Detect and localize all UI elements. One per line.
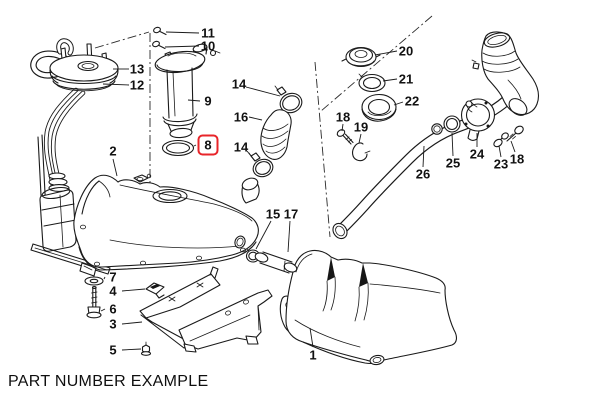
part-callout-14[interactable]: 14 <box>234 140 249 155</box>
leader-line <box>255 220 272 250</box>
fuel-sender-pump-drawing <box>30 38 119 319</box>
part-callout-18[interactable]: 18 <box>510 152 524 167</box>
filler-neck-boot-drawing <box>471 31 539 116</box>
leader-line <box>187 99 201 102</box>
leader-line <box>510 140 516 153</box>
leader-line <box>112 158 118 177</box>
caption-text: PART NUMBER EXAMPLE <box>8 373 209 390</box>
highlighted-part-box <box>197 134 219 156</box>
leader-line <box>341 123 344 132</box>
leader-line <box>245 86 281 97</box>
leader-line <box>165 31 200 34</box>
leader-line <box>121 321 143 325</box>
part-callout-2[interactable]: 2 <box>109 144 116 159</box>
part-callout-7[interactable]: 7 <box>109 270 116 285</box>
part-callout-26[interactable]: 26 <box>416 167 430 182</box>
part-callout-18[interactable]: 18 <box>336 110 350 125</box>
part-callout-24[interactable]: 24 <box>470 147 485 162</box>
part-callout-13[interactable]: 13 <box>130 62 144 77</box>
part-callout-6[interactable]: 6 <box>109 302 116 317</box>
part-callout-5[interactable]: 5 <box>109 343 116 358</box>
part-callout-17[interactable]: 17 <box>284 207 298 222</box>
leader-line <box>246 150 256 162</box>
part-callout-9[interactable]: 9 <box>204 94 211 109</box>
leader-line <box>100 308 106 312</box>
part-callout-16[interactable]: 16 <box>234 110 248 125</box>
vent-hose-drawing <box>248 85 303 178</box>
part-callout-1[interactable]: 1 <box>309 348 316 363</box>
fuel-filter-drawing <box>152 26 221 157</box>
part-callout-23[interactable]: 23 <box>494 157 508 172</box>
part-callout-15[interactable]: 15 <box>266 207 280 222</box>
part-callout-25[interactable]: 25 <box>446 156 460 171</box>
mounting-brackets-drawing <box>139 266 301 356</box>
part-callout-4[interactable]: 4 <box>109 284 117 299</box>
leader-line <box>422 145 425 168</box>
leader-line <box>248 116 263 121</box>
cover-drawing <box>285 249 457 366</box>
part-callout-22[interactable]: 22 <box>405 94 419 109</box>
leader-line <box>121 348 142 351</box>
leader-line <box>393 101 404 106</box>
leader-line <box>103 276 106 280</box>
part-callout-12[interactable]: 12 <box>130 78 144 93</box>
leader-line <box>382 78 398 82</box>
leader-line <box>374 50 398 56</box>
leader-line <box>287 220 291 253</box>
part-callout-11[interactable]: 11 <box>201 26 215 41</box>
seal-and-tube-drawing <box>245 248 298 274</box>
leader-line <box>498 145 502 158</box>
flange-and-fasteners-drawing <box>336 98 524 162</box>
leader-line <box>451 132 454 157</box>
leader-line <box>102 83 130 86</box>
part-callout-19[interactable]: 19 <box>354 120 368 135</box>
leader-line <box>309 327 314 348</box>
leader-line <box>193 144 197 147</box>
leader-line <box>358 133 362 144</box>
part-callout-10[interactable]: 10 <box>201 39 215 54</box>
part-callout-14[interactable]: 14 <box>232 77 247 92</box>
part-callout-20[interactable]: 20 <box>399 44 413 59</box>
fuel-tank-drawing <box>73 173 260 271</box>
leader-line <box>121 288 146 292</box>
part-callout-8[interactable]: 8 <box>204 138 211 153</box>
part-callout-3[interactable]: 3 <box>109 317 116 332</box>
part-callout-21[interactable]: 21 <box>399 72 413 87</box>
fuel-cap-stack-drawing <box>341 46 397 122</box>
leader-line <box>164 45 200 48</box>
